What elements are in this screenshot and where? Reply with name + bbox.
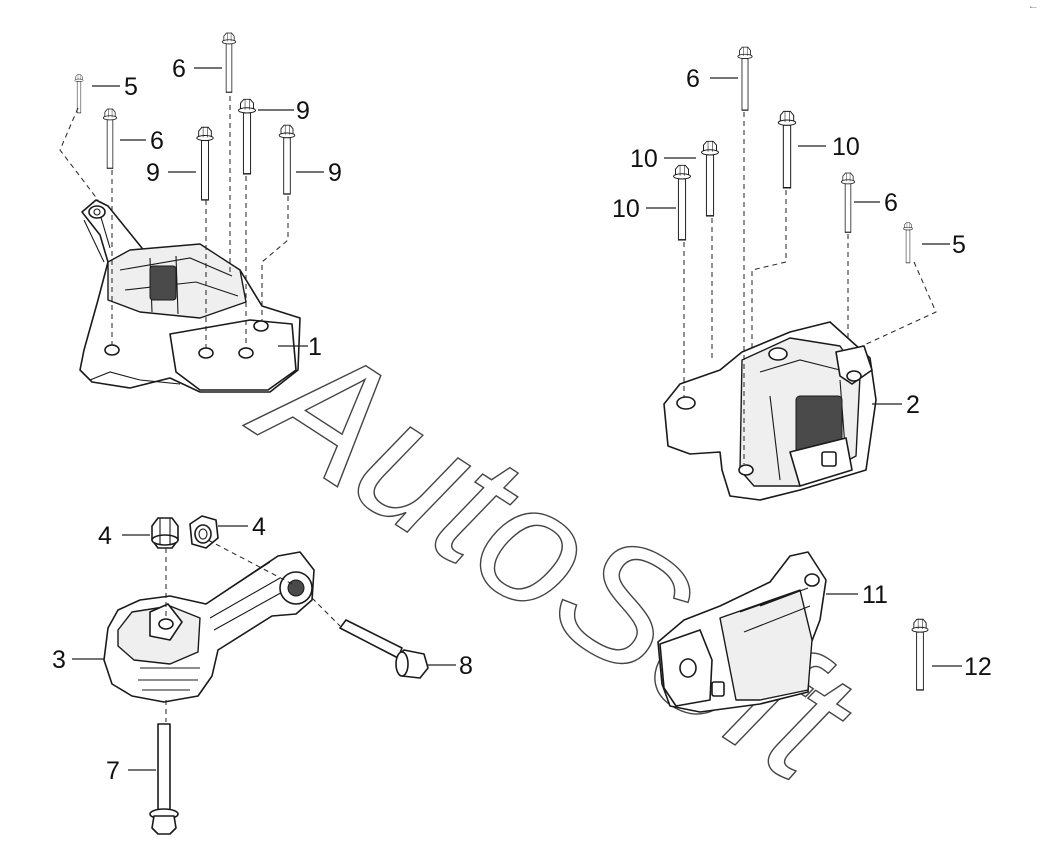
bolt-6-left-b [102, 108, 118, 170]
bolt-12 [911, 618, 929, 691]
callout-7: 7 [106, 757, 120, 785]
callout-9a: 9 [296, 97, 310, 125]
callout-9c: 9 [328, 159, 342, 187]
callout-8: 8 [459, 652, 473, 680]
callout-5b: 5 [952, 231, 966, 259]
bolt-5-right [902, 222, 914, 264]
callouts: 1 2 3 4 4 5 5 6 6 6 6 7 8 [52, 55, 992, 785]
callout-11: 11 [862, 581, 888, 609]
guides-part-2 [683, 112, 937, 464]
guides-part-1 [59, 96, 289, 348]
callout-4a: 4 [98, 522, 112, 550]
bolt-10-b [700, 140, 720, 217]
callout-3: 3 [52, 646, 66, 674]
callout-6c: 6 [686, 65, 700, 93]
callout-6a: 6 [172, 55, 186, 83]
guides-part-3 [165, 539, 341, 722]
corner-mark: •— [1030, 5, 1037, 11]
callout-1: 1 [308, 333, 322, 361]
callout-5a: 5 [124, 73, 138, 101]
callout-10a: 10 [630, 145, 658, 173]
callout-10b: 10 [832, 133, 860, 161]
callout-4b: 4 [252, 513, 266, 541]
callout-12: 12 [964, 653, 992, 681]
nut-4-a [151, 517, 179, 549]
bolt-10-c [777, 110, 797, 189]
bolt-6-left-a [221, 32, 237, 94]
callout-6d: 6 [884, 189, 898, 217]
bolt-5-left [74, 74, 84, 114]
part-1-mount-bracket [79, 199, 301, 393]
part-2-mount-bracket [663, 321, 877, 501]
callout-9b: 9 [146, 159, 160, 187]
bolt-6-right-b [840, 172, 856, 234]
callout-10c: 10 [612, 195, 640, 223]
bolt-9-c [278, 124, 296, 195]
callout-2: 2 [906, 391, 920, 419]
bolt-9-b [237, 98, 257, 175]
callout-6b: 6 [150, 127, 164, 155]
bolt-6-right-a [737, 46, 753, 112]
bolt-8 [339, 619, 429, 679]
nut-4-b [189, 515, 219, 549]
bolt-10-a [672, 164, 692, 241]
bolt-7 [149, 723, 179, 835]
bolt-9-a [196, 126, 214, 201]
part-11-mount [657, 551, 827, 713]
part-3-torque-rod [103, 551, 315, 703]
